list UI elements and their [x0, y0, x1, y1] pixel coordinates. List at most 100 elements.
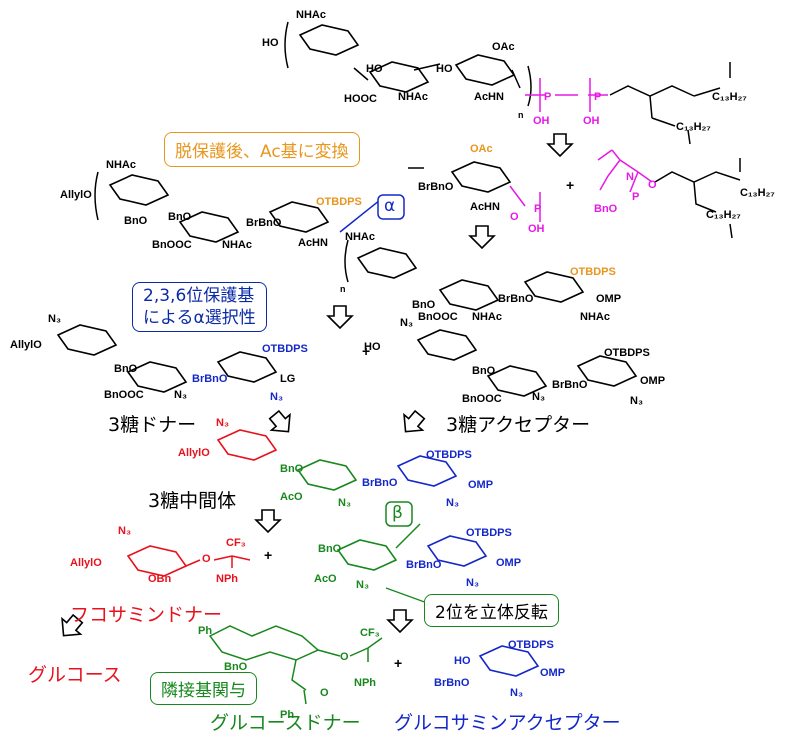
- t-ho2: HO: [366, 63, 383, 75]
- a-brbno: BrBnO: [552, 379, 588, 391]
- i-n3c: N₃: [446, 497, 459, 509]
- p-achn: AcHN: [470, 201, 500, 213]
- t-ho1: HO: [262, 37, 279, 49]
- p-brbno: BrBnO: [418, 181, 454, 193]
- t-nhac2: NHAc: [398, 91, 428, 103]
- phosphoramidite: [597, 149, 653, 193]
- b-bno3: BnO: [412, 299, 436, 311]
- b-brbno: BrBnO: [246, 217, 282, 229]
- fucosamine-donor: [127, 545, 251, 577]
- callout-inversion: 2位を立体反転: [424, 594, 559, 627]
- gd-ph: Ph: [198, 625, 212, 637]
- d-allylo: AllylO: [10, 339, 42, 351]
- g-omp: OMP: [496, 557, 521, 569]
- gn-ho: HO: [454, 655, 471, 667]
- acceptor-text: N₃ HO BnO BnOOC N₃ BrBnO OTBDPS OMP N₃: [364, 317, 665, 407]
- b-bno2: BnO: [168, 211, 192, 223]
- b-nhac: NHAc: [106, 159, 136, 171]
- arrow-1: [547, 133, 573, 157]
- t-c13-1: C₁₃H₂₇: [712, 91, 747, 103]
- d-brbno: BrBnO: [192, 373, 228, 385]
- d-n3c: N₃: [270, 391, 283, 403]
- a-bno: BnO: [472, 365, 496, 377]
- label-fucosamine-donor: フコサミンドナー: [70, 604, 223, 626]
- plus-2: +: [362, 343, 370, 359]
- gn-otbdps: OTBDPS: [508, 639, 554, 651]
- pa-c13-1: C₁₃H₂₇: [740, 187, 775, 199]
- t-n: n: [518, 110, 524, 120]
- arrow-3: [327, 305, 353, 329]
- d-bno: BnO: [114, 363, 138, 375]
- phosphate-donor: [408, 161, 541, 222]
- a-n3b: N₃: [532, 391, 545, 403]
- callout-protecting-group: 2,3,6位保護基 によるα選択性: [132, 282, 267, 332]
- p-oh: OH: [528, 223, 545, 235]
- label-acceptor3: 3糖アクセプター: [446, 414, 591, 436]
- pa-bno: BnO: [594, 203, 618, 215]
- d-n3: N₃: [48, 313, 61, 325]
- gd-o: O: [340, 651, 349, 663]
- label-intermediate3: 3糖中間体: [148, 490, 237, 512]
- callout-protecting-line1: 2,3,6位保護基: [143, 286, 255, 306]
- arrow-4: [264, 406, 299, 441]
- f-o: O: [202, 553, 211, 565]
- gn-n3: N₃: [510, 687, 523, 699]
- d-otbdps: OTBDPS: [262, 343, 308, 355]
- g-bno: BnO: [318, 543, 342, 555]
- fucosamine-text: N₃ AllylO OBn O CF₃ NPh: [70, 525, 246, 585]
- p-oac: OAc: [470, 143, 493, 155]
- pa-c13-2: C₁₃H₂₇: [706, 209, 741, 221]
- gn-brbno: BrBnO: [434, 677, 470, 689]
- b-achn: AcHN: [298, 237, 328, 249]
- gd-nph: NPh: [354, 677, 376, 689]
- p-o: O: [510, 211, 519, 223]
- i-otbdps: OTBDPS: [426, 449, 472, 461]
- callout-beta: β: [392, 503, 403, 523]
- label-donor3: 3糖ドナー: [108, 414, 197, 436]
- t-hooc: HOOC: [344, 93, 377, 105]
- callout-alpha: α: [384, 196, 396, 216]
- b-allylo: AllylO: [60, 189, 92, 201]
- arrow-5: [395, 406, 430, 441]
- b-otbdps: OTBDPS: [316, 196, 362, 208]
- plus-4: +: [394, 655, 402, 671]
- acceptor-glcn-text: HO BrBnO OTBDPS OMP N₃: [434, 639, 565, 699]
- donor-text: N₃ AllylO BnO BnOOC N₃ BrBnO OTBDPS LG N…: [10, 313, 308, 403]
- t-oh1: OH: [533, 115, 550, 127]
- b-nhac3: NHAc: [345, 231, 375, 243]
- pa-p: P: [632, 191, 639, 203]
- i-allylo: AllylO: [178, 447, 210, 459]
- g-aco: AcO: [314, 573, 337, 585]
- label-glucosamine-acceptor: グルコサミンアクセプター: [394, 712, 621, 734]
- b-bno1: BnO: [124, 215, 148, 227]
- phosphate-text: OAc BrBnO AcHN O P OH: [418, 143, 545, 235]
- g-n3: N₃: [356, 579, 369, 591]
- b-omp: OMP: [596, 293, 621, 305]
- arrow-2: [469, 225, 495, 249]
- f-nph: NPh: [216, 573, 238, 585]
- t-nhac: NHAc: [296, 9, 326, 21]
- phosphoramidite-text: N P BnO O C₁₃H₂₇ C₁₃H₂₇: [594, 171, 775, 221]
- i-brbno: BrBnO: [362, 477, 398, 489]
- g-brbno: BrBnO: [406, 559, 442, 571]
- i-omp: OMP: [468, 479, 493, 491]
- b-nhac2: NHAc: [222, 239, 252, 251]
- g-n3b: N₃: [466, 577, 479, 589]
- arrow-6: [255, 509, 281, 533]
- i-n3b: N₃: [338, 497, 351, 509]
- b-bnooc2: BnOOC: [418, 311, 458, 323]
- a-omp: OMP: [640, 375, 665, 387]
- t-c13-2: C₁₃H₂₇: [676, 121, 711, 133]
- g-otbdps: OTBDPS: [466, 527, 512, 539]
- gd-o2: O: [320, 687, 329, 699]
- d-bnooc: BnOOC: [104, 389, 144, 401]
- a-ho: HO: [364, 341, 381, 353]
- block-text: NHAc AllylO BnO BnO BnOOC NHAc BrBnO OTB…: [60, 159, 621, 323]
- glucose-donor: [208, 625, 383, 705]
- label-glucose: グルコース: [28, 664, 122, 686]
- a-n3c: N₃: [630, 395, 643, 407]
- gd-ph2: Ph: [280, 709, 294, 721]
- glc-intermediate: [337, 523, 487, 571]
